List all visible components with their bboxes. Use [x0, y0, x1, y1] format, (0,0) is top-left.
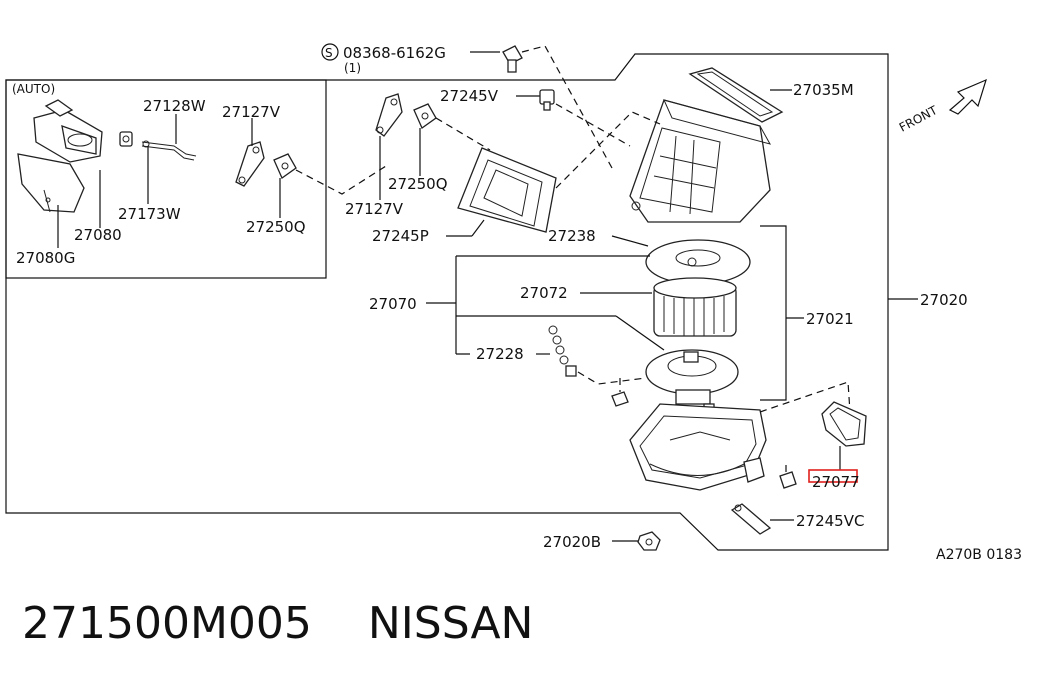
clip-27250Q-inset [273, 153, 297, 179]
intake-housing [629, 99, 772, 223]
auto-inset-frame [5, 79, 327, 279]
harness-27228 [548, 325, 577, 377]
caption-brand: NISSAN [367, 598, 534, 649]
label-27245P: 27245P [372, 227, 429, 245]
clip-27250Q [413, 103, 437, 129]
auto-inset-title: (AUTO) [12, 82, 55, 96]
nut-27020B [637, 531, 661, 551]
rod-27128W [141, 140, 197, 161]
bracket-27021 [760, 225, 787, 401]
label-27020: 27020 [920, 291, 968, 309]
label-27020B: 27020B [543, 533, 601, 551]
label-screw-08368: 08368-6162G [343, 44, 446, 62]
label-screw-qty: (1) [344, 61, 361, 75]
dashed-screw-path [521, 45, 613, 169]
label-27245VC: 27245VC [796, 512, 864, 530]
part-caption: 271500M005 NISSAN [22, 598, 533, 649]
label-27080: 27080 [74, 226, 122, 244]
dashed-27250Q [435, 117, 491, 151]
clip-27173W [119, 131, 133, 147]
seal-27238 [645, 239, 751, 285]
caption-part-number: 271500M005 [22, 598, 312, 649]
label-27173W: 27173W [118, 205, 181, 223]
label-27238: 27238 [548, 227, 596, 245]
door-27245P [457, 147, 557, 233]
front-arrow-icon [948, 78, 987, 115]
label-27228: 27228 [476, 345, 524, 363]
clip-27245V [539, 89, 555, 111]
leader-27238 [611, 235, 649, 247]
filter-27077 [821, 401, 867, 447]
highlight-27077 [808, 469, 858, 483]
label-27245V: 27245V [440, 87, 499, 105]
label-27127V-inset: 27127V [222, 103, 281, 121]
gasket-27035M [688, 67, 784, 123]
label-27250Q: 27250Q [388, 175, 448, 193]
bracket-27080G [17, 153, 85, 213]
label-27077: 27077 [812, 473, 860, 491]
stopper-27245VC [730, 503, 772, 535]
fan-27072 [653, 277, 737, 337]
dashed-link-inset [295, 165, 387, 195]
screw-part [502, 45, 523, 73]
blower-motor [645, 349, 739, 413]
dashed-case [759, 381, 851, 413]
dashed-27245V [555, 103, 631, 147]
label-27035M: 27035M [793, 81, 854, 99]
label-front: FRONT [897, 103, 940, 135]
svg-text:S: S [325, 46, 333, 60]
screw-symbol: S [321, 43, 339, 61]
small-screw-case [779, 460, 797, 489]
label-27070: 27070 [369, 295, 417, 313]
label-27080G: 27080G [16, 249, 75, 267]
label-27127V: 27127V [345, 200, 404, 218]
reference-code: A270B 0183 [936, 547, 1022, 563]
actuator-27080 [33, 99, 103, 163]
label-27021: 27021 [806, 310, 854, 328]
main-frame [5, 53, 889, 551]
small-screw-motor [611, 378, 629, 407]
label-27072: 27072 [520, 284, 568, 302]
lower-case [629, 403, 767, 491]
lever-27127V [375, 93, 403, 137]
dashed-harness [577, 371, 647, 385]
lever-27127V-inset [235, 141, 265, 187]
label-27128W: 27128W [143, 97, 206, 115]
bracket-27070 [455, 255, 650, 355]
label-27250Q-inset: 27250Q [246, 218, 306, 236]
